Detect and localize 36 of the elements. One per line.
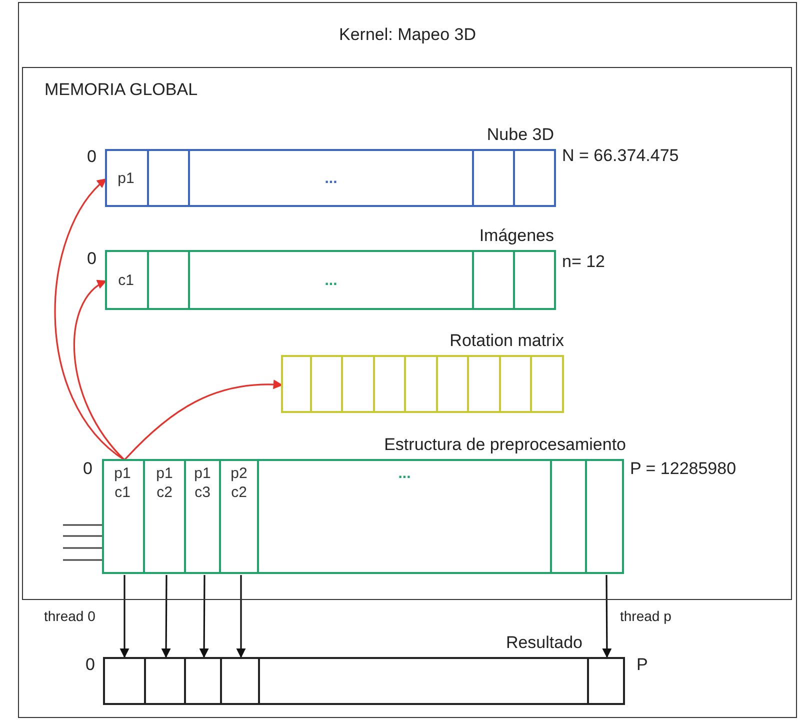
arrow [74, 280, 126, 461]
cell-label: p1 [118, 168, 134, 188]
array-annotation: N = 66.374.475 [562, 146, 679, 166]
arrow [120, 575, 130, 658]
array-annotation: 0 [83, 459, 92, 479]
array-title: Nube 3D [486, 125, 554, 145]
cell-label: c1 [118, 270, 134, 290]
region-title: MEMORIA GLOBAL [44, 80, 198, 100]
array-title: Rotation matrix [450, 331, 564, 351]
memory-region-frame [18, 2, 797, 718]
edge-label: thread 0 [44, 608, 96, 624]
cell-label: p2 c2 [230, 464, 248, 502]
cell-label: ... [324, 168, 338, 188]
arrow [124, 380, 283, 461]
arrow [199, 575, 209, 658]
cell-label: p1 c3 [194, 464, 211, 502]
arrow [54, 178, 125, 461]
array-annotation: P = 12285980 [630, 459, 736, 479]
cell-label: ... [398, 464, 411, 483]
memory-region-frame [22, 66, 792, 600]
cell-label: p1 c1 [114, 464, 131, 502]
array-annotation: 0 [86, 654, 95, 674]
arrow [602, 575, 612, 658]
array-annotation: 0 [87, 249, 96, 269]
array-title: Estructura de preprocesamiento [384, 435, 626, 455]
array-annotation: P [636, 654, 648, 674]
array-title: Imágenes [479, 226, 554, 246]
array-annotation: 0 [87, 147, 96, 167]
region-title: Kernel: Mapeo 3D [338, 25, 478, 45]
array-title: Resultado [506, 632, 582, 652]
cell-label: p1 c2 [156, 464, 173, 502]
arrow [236, 575, 246, 658]
arrow [161, 575, 171, 658]
edge-label: thread p [620, 608, 672, 624]
cell-label: ... [324, 270, 338, 290]
array-annotation: n= 12 [562, 252, 606, 272]
